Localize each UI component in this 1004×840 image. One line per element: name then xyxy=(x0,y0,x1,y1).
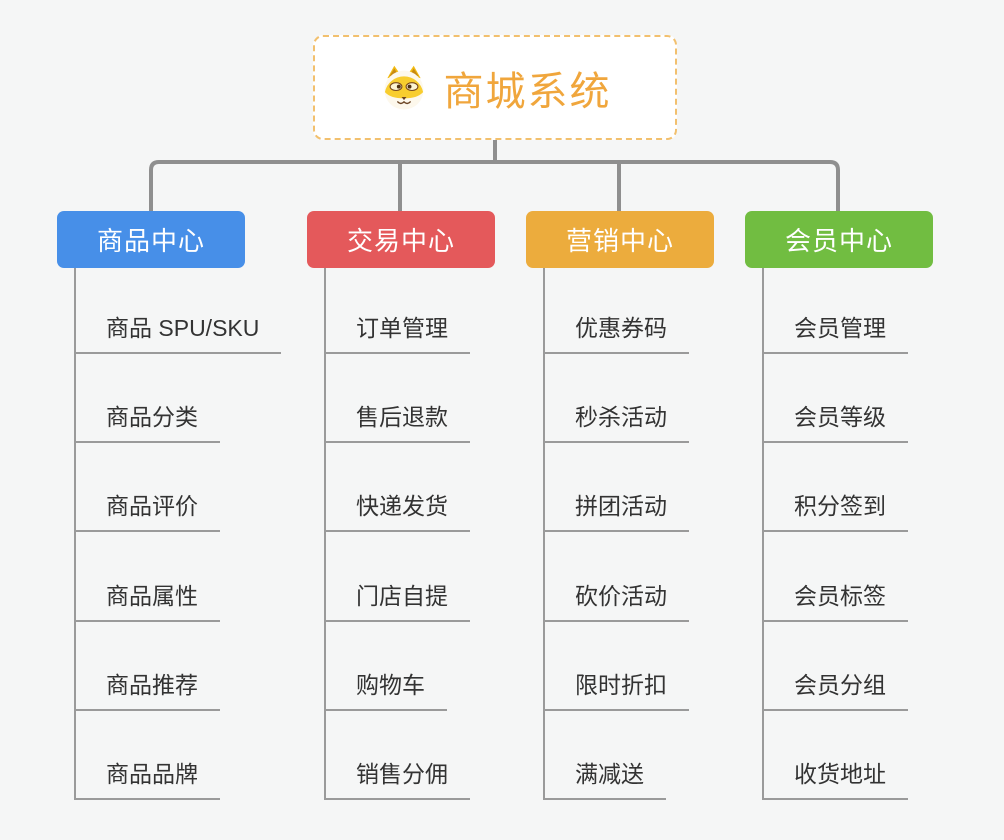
leaf-topic[interactable]: 商品 SPU/SKU xyxy=(74,312,282,354)
leaf-topic[interactable]: 优惠券码 xyxy=(543,312,689,354)
leaf-topic[interactable]: 拼团活动 xyxy=(543,490,689,532)
branch-header-trade-center[interactable]: 交易中心 xyxy=(307,211,495,268)
leaf-topic[interactable]: 积分签到 xyxy=(762,490,908,532)
leaf-topic[interactable]: 会员分组 xyxy=(762,669,908,711)
leaf-topic[interactable]: 快递发货 xyxy=(324,490,470,532)
leaf-topic[interactable]: 满减送 xyxy=(543,758,666,800)
branch-header-product-center[interactable]: 商品中心 xyxy=(57,211,245,268)
leaf-topic[interactable]: 限时折扣 xyxy=(543,669,689,711)
leaf-topic[interactable]: 销售分佣 xyxy=(324,758,470,800)
leaf-topic[interactable]: 会员标签 xyxy=(762,580,908,622)
branch-spine xyxy=(543,268,545,800)
leaf-topic[interactable]: 商品属性 xyxy=(74,580,220,622)
branch-spine xyxy=(74,268,76,800)
dog-face-icon xyxy=(384,65,423,110)
leaf-topic[interactable]: 砍价活动 xyxy=(543,580,689,622)
root-topic[interactable]: 商城系统 xyxy=(313,35,677,140)
branch-spine xyxy=(762,268,764,800)
leaf-topic[interactable]: 商品推荐 xyxy=(74,669,220,711)
leaf-topic[interactable]: 售后退款 xyxy=(324,401,470,443)
branch-spine xyxy=(324,268,326,800)
branch-member-center: 会员中心 会员管理 会员等级 积分签到 会员标签 会员分组 收货地址 xyxy=(745,211,995,811)
leaf-topic[interactable]: 商品评价 xyxy=(74,490,220,532)
leaf-topic[interactable]: 订单管理 xyxy=(324,312,470,354)
branch-trade-center: 交易中心 订单管理 售后退款 快递发货 门店自提 购物车 销售分佣 xyxy=(307,211,557,811)
branch-header-marketing-center[interactable]: 营销中心 xyxy=(526,211,714,268)
leaf-topic[interactable]: 会员管理 xyxy=(762,312,908,354)
leaf-topic[interactable]: 秒杀活动 xyxy=(543,401,689,443)
branch-product-center: 商品中心 商品 SPU/SKU 商品分类 商品评价 商品属性 商品推荐 商品品牌 xyxy=(57,211,307,811)
root-topic-title: 商城系统 xyxy=(443,69,612,114)
branch-header-member-center[interactable]: 会员中心 xyxy=(745,211,933,268)
leaf-topic[interactable]: 会员等级 xyxy=(762,401,908,443)
leaf-topic[interactable]: 收货地址 xyxy=(762,758,908,800)
leaf-topic[interactable]: 门店自提 xyxy=(324,580,470,622)
leaf-topic[interactable]: 商品品牌 xyxy=(74,758,220,800)
branch-marketing-center: 营销中心 优惠券码 秒杀活动 拼团活动 砍价活动 限时折扣 满减送 xyxy=(526,211,776,811)
leaf-topic[interactable]: 商品分类 xyxy=(74,401,220,443)
leaf-topic[interactable]: 购物车 xyxy=(324,669,447,711)
